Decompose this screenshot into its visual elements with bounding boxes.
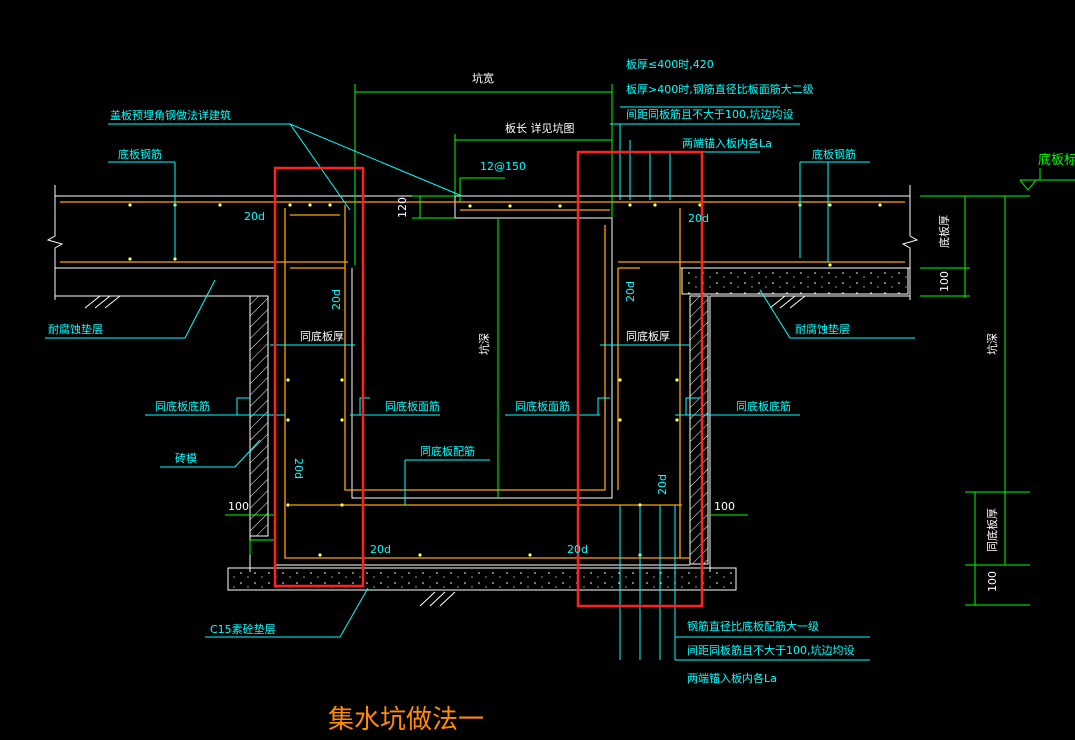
label-anchor-20d-1: 20d	[244, 210, 265, 223]
label-pit-width: 坑宽	[472, 71, 494, 85]
label-pit-depth-center: 坑深	[477, 333, 491, 355]
label-note-bot-2: 间距同板筋且不大于100,坑边均设	[687, 643, 855, 657]
slab-outline	[46, 185, 919, 572]
label-same-bottom-rebar-left: 同底板底筋	[155, 399, 210, 413]
drawing-title: 集水坑做法一	[328, 705, 484, 735]
label-same-top-rebar-right: 同底板面筋	[515, 399, 570, 413]
label-dim-100-right: 100	[714, 500, 735, 513]
label-note-top-2: 板厚>400时,钢筋直径比板面筋大二级	[626, 82, 814, 96]
label-note-bot-1: 钢筋直径比底板配筋大一级	[687, 619, 819, 633]
label-anchor-20d-4: 20d	[624, 281, 637, 302]
brick-wall-right	[689, 295, 709, 565]
label-bottom-rebar-right: 底板钢筋	[812, 147, 856, 161]
label-waterproof-left: 耐腐蚀垫层	[48, 322, 103, 336]
label-anchor-20d-7: 20d	[370, 543, 391, 556]
label-note-top-4: 两端锚入板内各La	[682, 136, 772, 150]
highlight-left	[273, 166, 365, 588]
label-same-dist-rebar: 同底板配筋	[420, 444, 475, 458]
rebar-dots	[128, 203, 882, 557]
label-dim-100-bottom-right: 100	[986, 571, 999, 592]
label-slab-thickness-right: 底板厚	[937, 215, 951, 248]
label-bottom-rebar-left: 底板钢筋	[118, 147, 162, 161]
label-note-bot-3: 两端锚入板内各La	[687, 671, 777, 685]
brick-wall-left	[249, 295, 269, 537]
label-note-top-3: 间距同板筋且不大于100,坑边均设	[626, 107, 794, 121]
label-concrete-base: C15素砼垫层	[210, 622, 276, 636]
label-same-thickness-right: 同底板厚	[626, 329, 670, 343]
label-anchor-20d-8: 20d	[567, 543, 588, 556]
label-same-thickness-left: 同底板厚	[300, 329, 344, 343]
label-waterproof-right: 耐腐蚀垫层	[795, 322, 850, 336]
label-anchor-20d-3: 20d	[330, 289, 343, 310]
concrete-base	[227, 567, 737, 591]
highlight-right	[576, 150, 704, 608]
label-dim-100-right-top: 100	[938, 271, 951, 292]
label-anchor-20d-6: 20d	[656, 474, 669, 495]
label-same-top-rebar-left: 同底板面筋	[385, 399, 440, 413]
label-anchor-20d-2: 20d	[688, 212, 709, 225]
label-pit-depth-right: 坑深	[985, 333, 999, 355]
slab-right-cushion	[681, 267, 909, 295]
label-anchor-20d-5: 20d	[292, 458, 305, 479]
label-dim-120: 120	[396, 197, 409, 218]
label-bottom-elev: 底板标	[1038, 152, 1075, 168]
label-top-chamfer-note: 盖板预埋角钢做法详建筑	[110, 108, 231, 122]
label-same-thickness-bottom: 同底板厚	[985, 508, 999, 552]
label-note-top-1: 板厚≤400时,420	[626, 57, 714, 71]
soil-hatch	[84, 295, 806, 607]
label-plate-length: 板长 详见坑图	[505, 121, 575, 135]
label-brick: 砖模	[175, 451, 197, 465]
label-same-bottom-rebar-right: 同底板底筋	[736, 399, 791, 413]
label-dim-100-left: 100	[228, 500, 249, 513]
label-rebar-spec: 12@150	[480, 160, 526, 173]
pit-inner-walls	[274, 196, 690, 566]
rebar-lines	[60, 201, 905, 559]
